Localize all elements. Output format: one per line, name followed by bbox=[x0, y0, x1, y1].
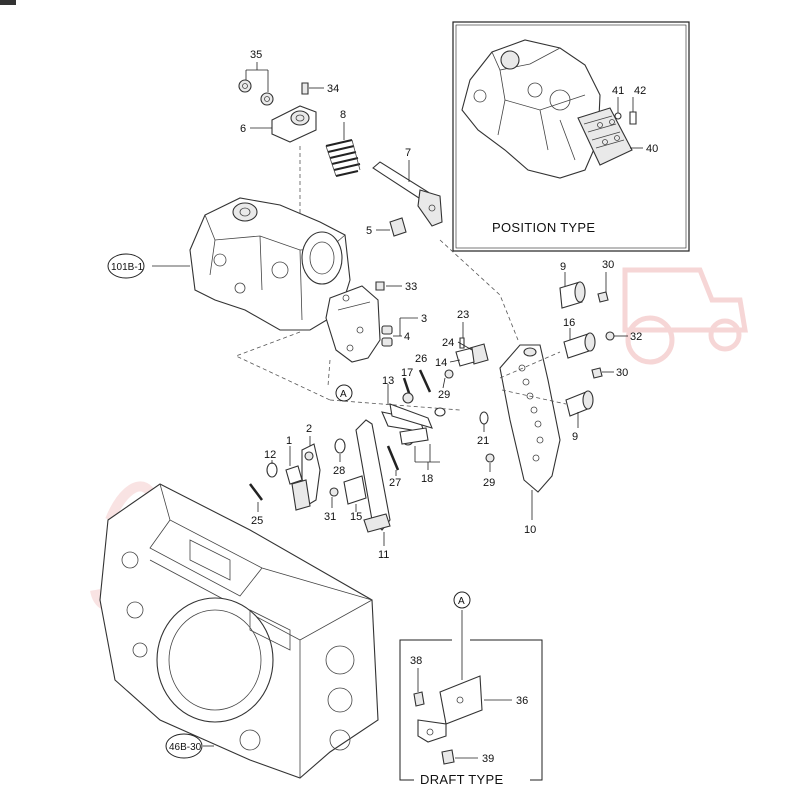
part-number-31: 31 bbox=[324, 511, 336, 523]
part-15-bracket: 15 bbox=[343, 475, 367, 523]
part-13-18-levers: 13 18 bbox=[381, 375, 446, 485]
part-35-nuts: 35 bbox=[238, 49, 274, 106]
part-9-pin-upper: 9 bbox=[559, 261, 586, 309]
part-number-25: 25 bbox=[251, 515, 263, 527]
reference-46b-30: 46B-30 bbox=[165, 733, 214, 759]
part-number-9-upper: 9 bbox=[560, 261, 566, 273]
part-6-bracket: 6 bbox=[240, 105, 317, 143]
part-4-pins: 4 bbox=[381, 325, 410, 347]
part-number-5: 5 bbox=[366, 225, 372, 237]
part-number-33: 33 bbox=[405, 281, 417, 293]
part-28-washer: 28 bbox=[333, 438, 346, 477]
hydraulic-lift-housing bbox=[189, 197, 351, 331]
part-9-pin-lower: 9 bbox=[565, 390, 594, 443]
part-number-27: 27 bbox=[389, 477, 401, 489]
corner-mark bbox=[0, 0, 16, 5]
position-type-panel: 41 42 40 POSITION TYPE bbox=[452, 21, 690, 252]
connector-a-top: A bbox=[335, 384, 353, 402]
part-number-13: 13 bbox=[382, 375, 394, 387]
part-number-8: 8 bbox=[340, 109, 346, 121]
part-number-2: 2 bbox=[306, 423, 312, 435]
part-27-pin: 27 bbox=[386, 445, 401, 489]
part-number-17: 17 bbox=[401, 367, 413, 379]
part-number-7: 7 bbox=[405, 147, 411, 159]
ref-label-101b: 101B-1 bbox=[111, 262, 144, 273]
part-number-18: 18 bbox=[421, 473, 433, 485]
part-number-32: 32 bbox=[630, 331, 642, 343]
part-number-39: 39 bbox=[482, 753, 494, 765]
part-16-pin: 16 bbox=[563, 317, 596, 359]
part-number-11: 11 bbox=[378, 549, 389, 561]
part-number-26: 26 bbox=[415, 353, 427, 365]
part-number-9-lower: 9 bbox=[572, 431, 578, 443]
part-30-bolt-upper: 30 bbox=[597, 259, 614, 303]
connector-a-draft-label: A bbox=[458, 596, 465, 607]
part-number-15: 15 bbox=[350, 511, 362, 523]
part-30-bolt-lower: 30 bbox=[591, 367, 628, 379]
part-number-30-lower: 30 bbox=[616, 367, 628, 379]
part-11-lever: 11 bbox=[355, 419, 391, 561]
part-8-spring: 8 bbox=[325, 109, 361, 177]
part-12-washer: 12 bbox=[264, 449, 278, 478]
draft-type-panel: A 36 38 39 DRAFT TYPE bbox=[399, 591, 543, 787]
part-number-29-lower: 29 bbox=[483, 477, 495, 489]
part-23-24-14: 23 24 14 bbox=[435, 309, 489, 369]
ref-label-46b: 46B-30 bbox=[169, 742, 202, 753]
part-number-6: 6 bbox=[240, 123, 246, 135]
part-number-1: 1 bbox=[286, 435, 292, 447]
part-7-shaft: 7 bbox=[372, 147, 443, 227]
part-32-bolt: 32 bbox=[605, 331, 642, 343]
part-34-bolt: 34 bbox=[301, 82, 339, 95]
part-number-40: 40 bbox=[646, 143, 658, 155]
part-25-pin: 25 bbox=[249, 483, 263, 527]
part-number-29-upper: 29 bbox=[438, 389, 450, 401]
part-number-34: 34 bbox=[327, 83, 339, 95]
part-number-14: 14 bbox=[435, 357, 447, 369]
part-29-bolt-upper: 29 bbox=[438, 369, 454, 401]
part-number-10: 10 bbox=[524, 524, 536, 536]
reference-101b-1: 101B-1 bbox=[107, 253, 190, 279]
part-number-35: 35 bbox=[250, 49, 262, 61]
part-number-21: 21 bbox=[477, 435, 489, 447]
part-number-38: 38 bbox=[410, 655, 422, 667]
part-number-16: 16 bbox=[563, 317, 575, 329]
transmission-case bbox=[99, 483, 379, 779]
draft-type-caption: DRAFT TYPE bbox=[420, 772, 503, 787]
position-type-caption: POSITION TYPE bbox=[492, 220, 595, 235]
part-5-bushing: 5 bbox=[366, 217, 407, 237]
part-29-bolt-lower: 29 bbox=[483, 453, 495, 489]
part-10-link: 10 bbox=[499, 344, 561, 536]
connector-a-top-label: A bbox=[340, 389, 347, 400]
part-number-23: 23 bbox=[457, 309, 469, 321]
part-number-36: 36 bbox=[516, 695, 528, 707]
part-number-4: 4 bbox=[404, 331, 410, 343]
part-number-24: 24 bbox=[442, 337, 454, 349]
part-1-collar: 1 bbox=[285, 435, 311, 511]
part-number-3: 3 bbox=[421, 313, 427, 325]
part-3-plate: 3 bbox=[325, 285, 427, 363]
part-number-12: 12 bbox=[264, 449, 276, 461]
part-26-17-pins: 26 17 bbox=[401, 353, 432, 397]
part-33-bolt: 33 bbox=[375, 281, 417, 293]
part-number-42: 42 bbox=[634, 85, 646, 97]
part-number-28: 28 bbox=[333, 465, 345, 477]
part-31-bolt: 31 bbox=[324, 487, 339, 523]
part-number-41: 41 bbox=[612, 85, 624, 97]
part-21-ring: 21 bbox=[477, 411, 489, 447]
part-number-30-upper: 30 bbox=[602, 259, 614, 271]
